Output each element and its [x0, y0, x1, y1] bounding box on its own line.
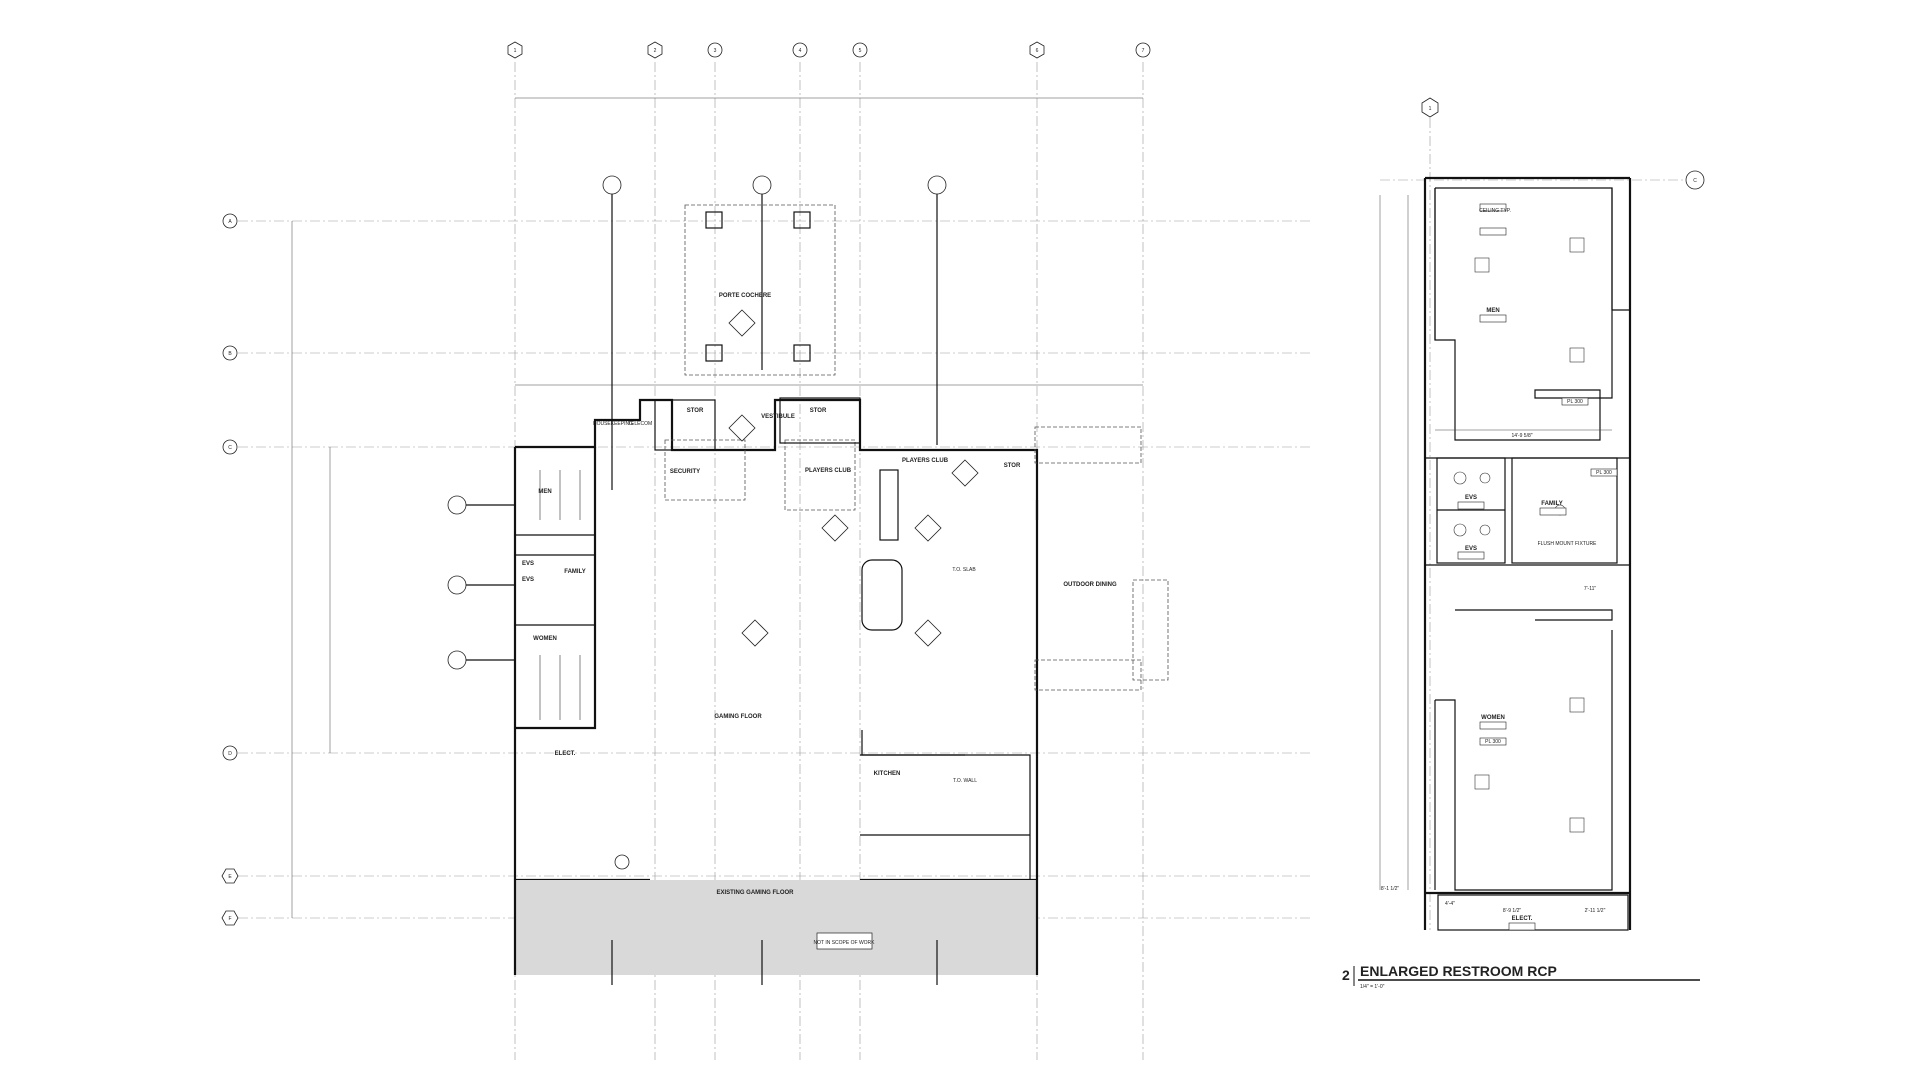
men-stalls [539, 470, 581, 520]
grid-bubble-row-a: A [222, 213, 238, 229]
drawing-title: ENLARGED RESTROOM RCP [1360, 963, 1557, 979]
grid-bubble-col-2: 2 [647, 41, 663, 59]
enlarged-dim-d4: 7'-11" [1584, 586, 1597, 592]
enlarged-tag-flush-mount: FLUSH MOUNT FIXTURE [1538, 541, 1597, 547]
drawing-number: 2 [1342, 967, 1350, 983]
main-room-labels: MEN EVS EVS FAMILY WOMEN ELECT. HOUSEKEE… [522, 293, 1117, 896]
room-label-existing-gaming-floor: EXISTING GAMING FLOOR [716, 890, 794, 896]
drawing-scale: 1/4" = 1'-0" [1360, 984, 1385, 990]
room-label-players-club-1: PLAYERS CLUB [805, 468, 852, 474]
room-label-women: WOMEN [533, 636, 557, 642]
room-label-gaming-floor: GAMING FLOOR [714, 714, 762, 720]
grid-bubble-col-1: 1 [507, 41, 523, 59]
svg-text:A: A [228, 219, 232, 225]
svg-text:1: 1 [514, 48, 517, 54]
svg-text:E: E [228, 874, 232, 880]
room-label-housekeeping: HOUSEKEEPING [593, 421, 633, 427]
svg-text:C: C [1693, 178, 1697, 184]
grid-bubble-row-d: D [222, 745, 238, 761]
building-walls [513, 204, 1169, 907]
svg-text:C: C [228, 445, 232, 451]
enlarged-tag-pl-300-a: PL 300 [1567, 399, 1583, 405]
drawing-title-block: 2 ENLARGED RESTROOM RCP 1/4" = 1'-0" [1342, 963, 1700, 990]
room-label-security: SECURITY [670, 469, 700, 475]
enlarged-room-label-elect: ELECT. [1512, 916, 1533, 922]
ceiling-note-wall: T.O. WALL [953, 778, 977, 784]
enlarged-fixtures [1453, 237, 1585, 833]
enlarged-dimensions: 14'-9 5/8" 8'-9 1/2" 2'-11 1/2" 7'-11" 8… [1379, 195, 1612, 914]
svg-text:3: 3 [714, 48, 717, 54]
section-markers [447, 175, 979, 985]
grid-bubble-col-5: 5 [852, 42, 868, 58]
grid-bubble-row-c: C [222, 439, 238, 455]
enlarged-restroom-plan: 1 C [1379, 97, 1705, 931]
svg-text:4: 4 [799, 48, 802, 54]
svg-text:5: 5 [859, 48, 862, 54]
svg-text:2: 2 [654, 48, 657, 54]
row-bubbles: A B C D E F [221, 213, 239, 926]
room-label-vestibule: VESTIBULE [761, 414, 795, 420]
enlarged-tag-pl-300-b: PL 300 [1596, 470, 1612, 476]
enlarged-room-label-evs-1: EVS [1465, 495, 1477, 501]
enlarged-tags: PL 300 PL 300 PL 300 CEILING TYP. FLUSH … [1479, 203, 1618, 746]
room-label-evs-2: EVS [522, 577, 534, 583]
grid-bubble-row-f: F [221, 910, 239, 926]
enlarged-dim-d2: 8'-9 1/2" [1503, 908, 1522, 914]
enlarged-tag-pl-300-c: PL 300 [1485, 739, 1501, 745]
svg-text:D: D [228, 751, 232, 757]
svg-text:1: 1 [1429, 106, 1432, 112]
room-label-stor-1: STOR [687, 408, 704, 414]
grid-bubble-col-4: 4 [792, 42, 808, 58]
enlarged-grid-bubble-col: 1 [1421, 97, 1439, 118]
svg-text:B: B [228, 351, 232, 357]
room-label-stor-2: STOR [810, 408, 827, 414]
room-label-family: FAMILY [564, 569, 585, 575]
room-label-players-club-2: PLAYERS CLUB [902, 458, 949, 464]
room-label-elect: ELECT. [555, 751, 576, 757]
ceiling-note-slab: T.O. SLAB [952, 567, 976, 573]
not-in-scope-note: NOT IN SCOPE OF WORK [813, 940, 875, 946]
room-label-men: MEN [538, 489, 551, 495]
grid-bubble-row-b: B [222, 345, 238, 361]
room-label-kitchen: KITCHEN [874, 771, 901, 777]
room-label-telecom: TELECOM [628, 421, 652, 427]
grid-bubble-row-e: E [221, 868, 239, 884]
svg-text:6: 6 [1036, 48, 1039, 54]
women-stalls [539, 655, 581, 720]
room-label-porte-cochere: PORTE COCHERE [719, 293, 771, 299]
dimension-strings [291, 97, 1143, 918]
room-label-stor-3: STOR [1004, 463, 1021, 469]
room-label-outdoor-dining: OUTDOOR DINING [1063, 582, 1117, 588]
grid-bubble-col-3: 3 [707, 42, 723, 58]
enlarged-room-label-family: FAMILY [1541, 501, 1562, 507]
svg-text:F: F [228, 916, 231, 922]
enlarged-grid-bubble-row: C [1685, 170, 1705, 190]
enlarged-dim-d3: 2'-11 1/2" [1585, 908, 1606, 914]
enlarged-tag-ceiling: CEILING TYP. [1479, 208, 1511, 214]
grid-bubble-col-7: 7 [1135, 42, 1151, 58]
room-label-evs-1: EVS [522, 561, 534, 567]
enlarged-room-label-men: MEN [1486, 308, 1499, 314]
enlarged-dim-d6: 4'-4" [1445, 901, 1455, 907]
column-bubbles: 1 2 3 4 5 6 7 [507, 41, 1151, 59]
enlarged-room-label-women: WOMEN [1481, 715, 1505, 721]
enlarged-dim-d5: 8'-1 1/2" [1381, 886, 1400, 892]
enlarged-dim-d1: 14'-9 5/8" [1511, 433, 1532, 439]
svg-text:7: 7 [1142, 48, 1145, 54]
grid-bubble-col-6: 6 [1029, 41, 1045, 59]
enlarged-room-label-evs-2: EVS [1465, 546, 1477, 552]
not-in-scope-area: NOT IN SCOPE OF WORK [513, 880, 1039, 975]
